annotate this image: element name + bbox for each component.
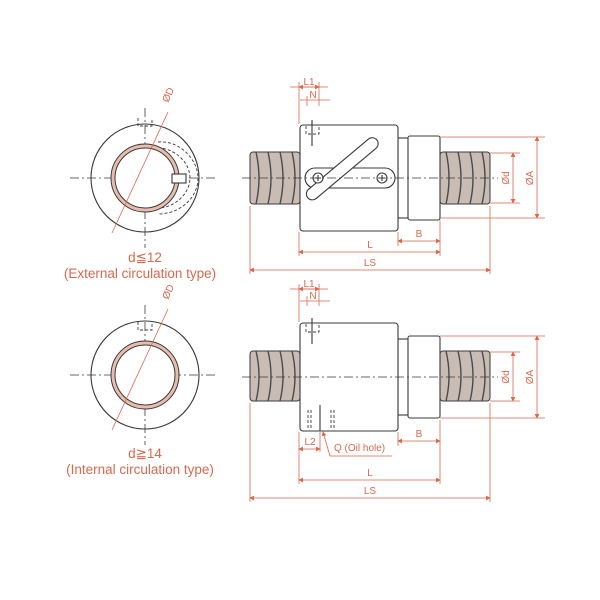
B-label: B [416,229,423,240]
internal-condition: d≧14 [128,446,162,461]
d-label: Ød [501,370,512,383]
N-label: N [309,291,316,302]
internal-caption: (Internal circulation type) [66,462,214,477]
d-label: Ød [501,171,512,184]
oil-hole-label: Q (Oil hole) [334,443,385,454]
L-label: L [367,468,373,479]
diameter-D-label: ØD [161,86,177,104]
L2-label: L2 [304,437,316,448]
L-label: L [367,240,373,251]
external-condition: d≦12 [128,250,162,265]
LS-label: LS [364,486,377,497]
LS-label: LS [364,258,377,269]
B-label: B [416,429,423,440]
L1-label: L1 [303,77,315,88]
A-label: ØA [525,369,536,384]
end-view-internal: ØD d≧14 (Internal circulation type) [66,283,215,477]
A-label: ØA [525,170,536,185]
external-caption: (External circulation type) [64,266,216,281]
side-view-internal: Ød ØA B L2 Q (Oil hole) L LS L1 N [242,279,545,502]
diameter-D-label: ØD [161,283,177,301]
end-view-external: ØD d≦12 (External circulation type) [64,86,216,281]
L1-label: L1 [303,279,315,290]
N-label: N [309,90,316,101]
side-view-external: Ød ØA B L LS L1 N [242,77,545,274]
